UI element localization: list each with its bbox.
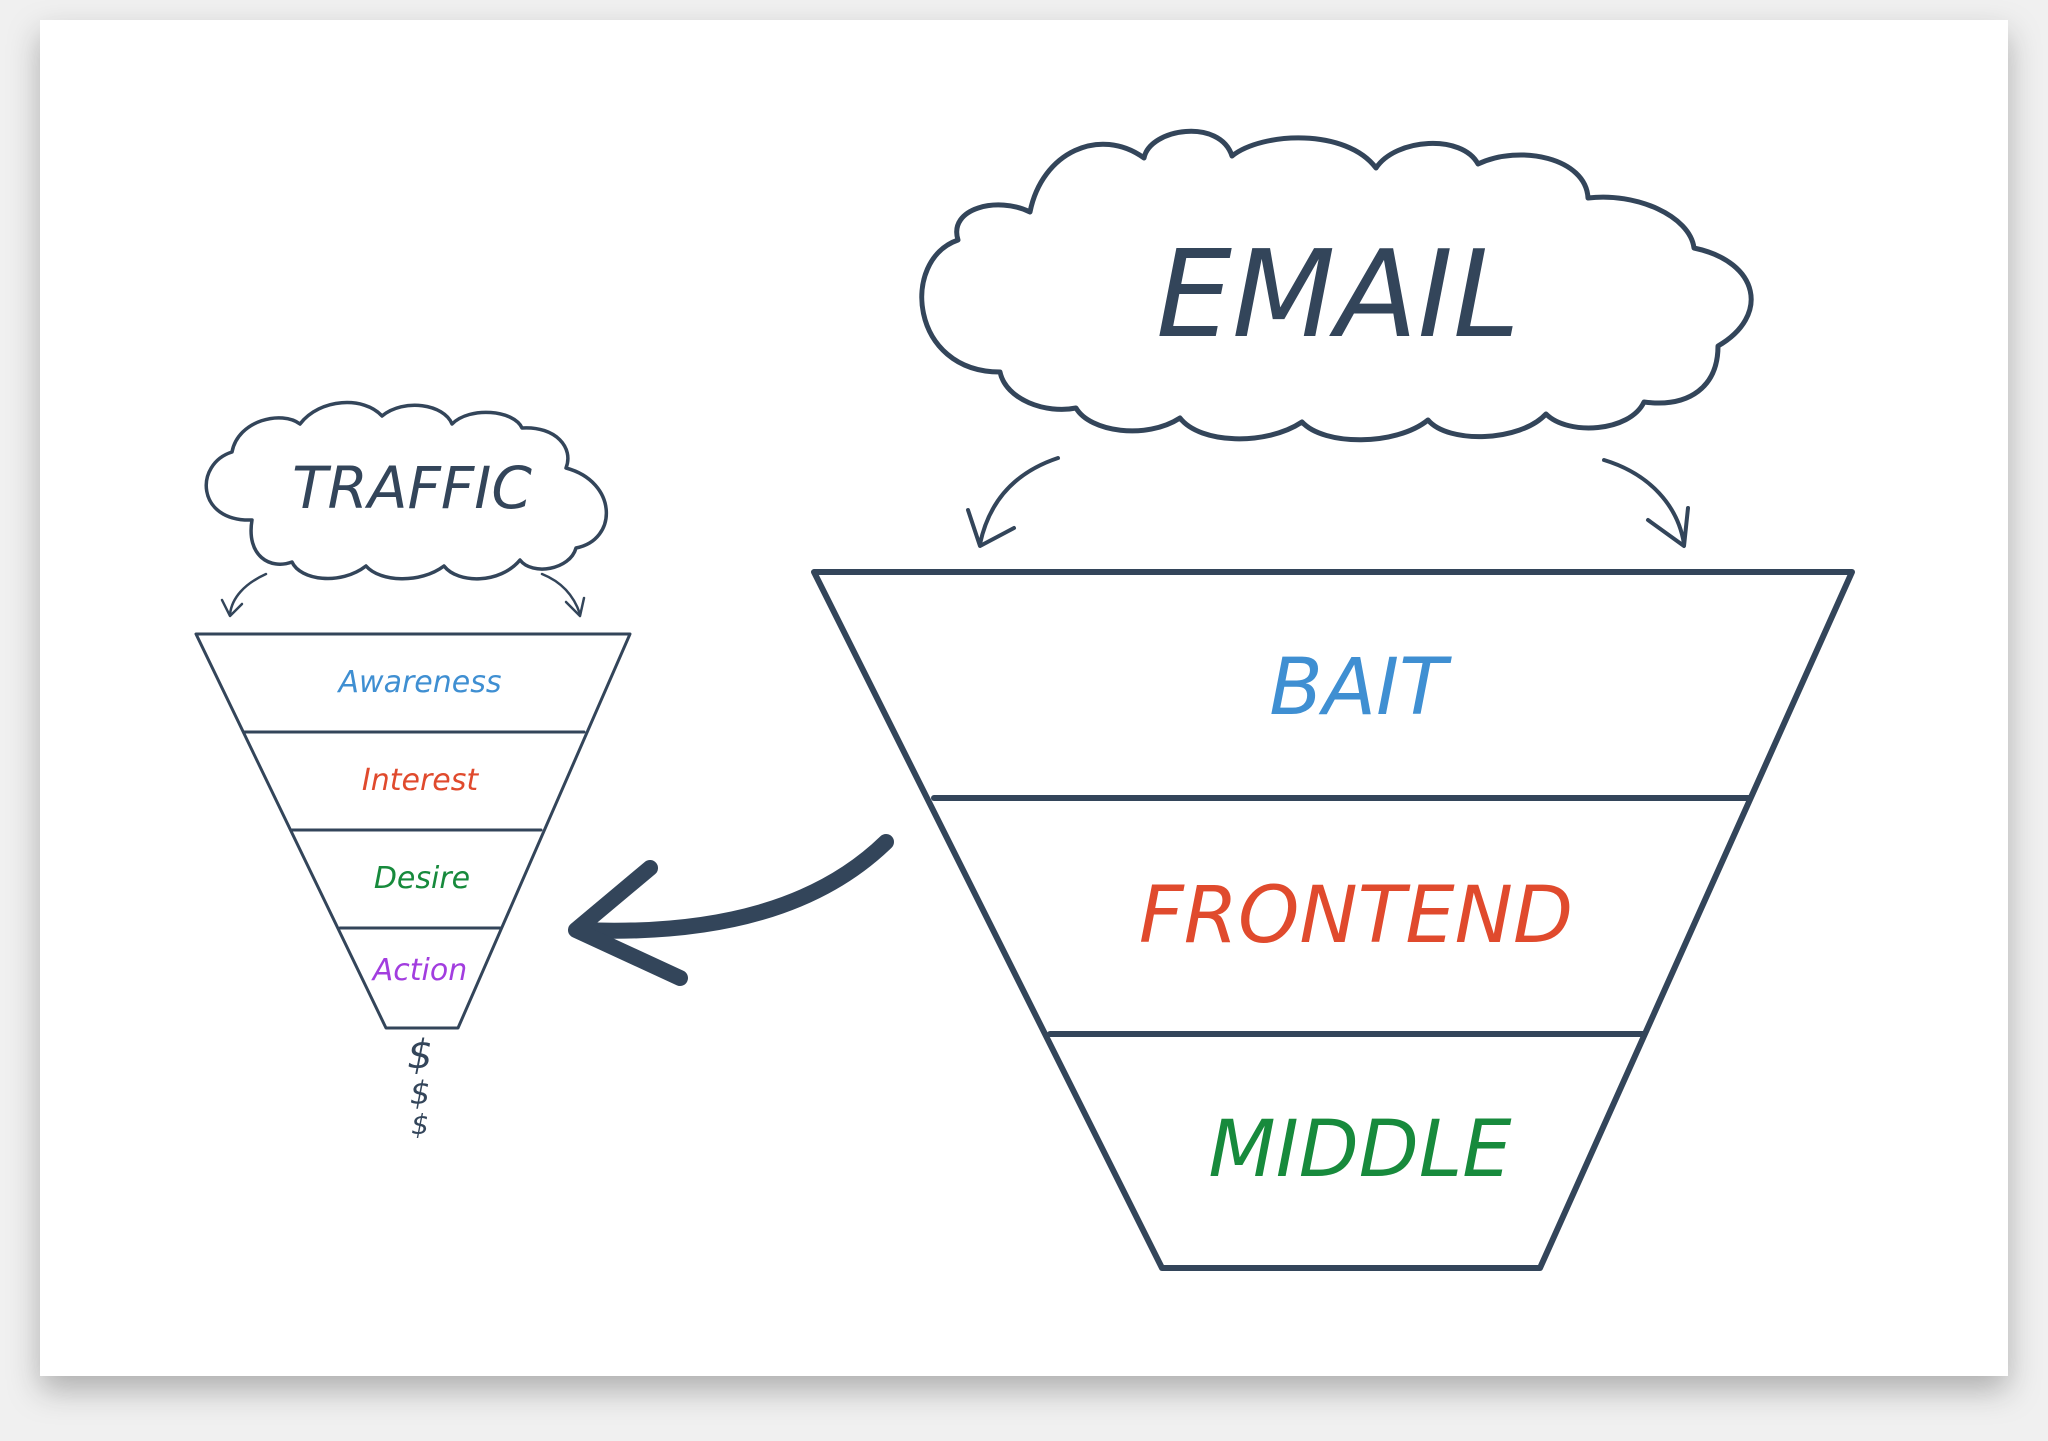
email-left-arrow-icon bbox=[978, 456, 1060, 546]
traffic-stage-awareness: Awareness bbox=[337, 665, 502, 700]
dollar-sign-icon: $ bbox=[410, 1074, 430, 1112]
email-funnel-outline bbox=[811, 569, 1855, 1271]
email-stage-middle: MIDDLE bbox=[1208, 1105, 1512, 1195]
traffic-right-arrowhead-icon bbox=[564, 596, 586, 618]
traffic-stage-interest: Interest bbox=[362, 763, 480, 798]
email-cloud-label: EMAIL bbox=[1156, 226, 1520, 365]
traffic-left-arrow-icon bbox=[228, 572, 268, 616]
connector-arrow-icon bbox=[568, 834, 894, 986]
email-right-arrow-icon bbox=[1602, 458, 1686, 546]
email-cloud-shape bbox=[919, 128, 1754, 443]
traffic-cloud-label: TRAFFIC bbox=[292, 454, 532, 522]
dollar-sign-icon: $ bbox=[407, 1032, 432, 1078]
email-stage-frontend: FRONTEND bbox=[1139, 871, 1573, 961]
traffic-stage-action: Action bbox=[371, 953, 467, 988]
traffic-funnel-group: TRAFFIC Awareness Interest Desire Action… bbox=[194, 400, 632, 1141]
email-funnel-group: EMAIL BAIT FRONTEND MIDDLE bbox=[811, 128, 1855, 1271]
email-left-arrowhead-icon bbox=[966, 508, 1016, 548]
email-stage-bait: BAIT bbox=[1269, 643, 1452, 733]
paper-sheet bbox=[40, 20, 2008, 1376]
traffic-cloud-shape bbox=[204, 400, 609, 581]
traffic-stage-desire: Desire bbox=[374, 861, 470, 896]
email-right-arrowhead-icon bbox=[1646, 506, 1690, 548]
dollar-sign-icon: $ bbox=[411, 1108, 429, 1141]
traffic-funnel-outline bbox=[194, 632, 632, 1030]
traffic-left-arrowhead-icon bbox=[220, 598, 244, 618]
traffic-right-arrow-icon bbox=[540, 572, 582, 616]
